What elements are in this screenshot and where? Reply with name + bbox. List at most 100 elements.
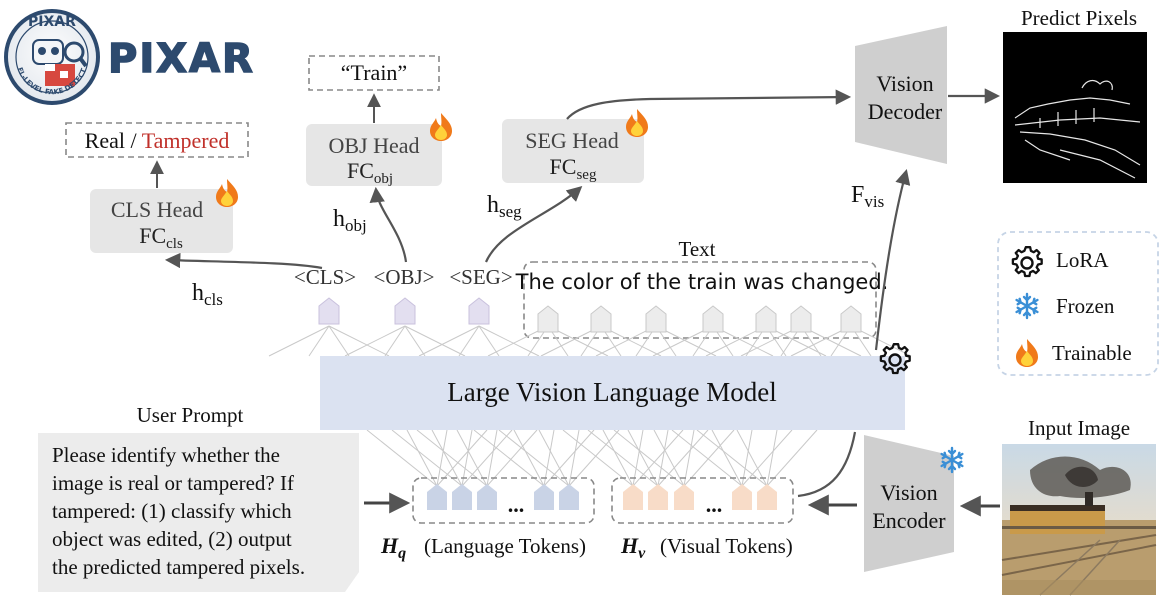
- svg-text:Real / Tampered: Real / Tampered: [85, 128, 230, 153]
- visual-tokens-label: (Visual Tokens): [660, 534, 793, 558]
- visual-token: [648, 484, 668, 510]
- vision-decoder-line2: Decoder: [868, 99, 943, 124]
- language-token: [452, 484, 472, 510]
- input-train-photo: [1001, 444, 1157, 596]
- visual-token: [674, 484, 694, 510]
- cls-output-box: Real / Tampered: [65, 122, 249, 158]
- visual-ellipsis: ...: [706, 492, 723, 517]
- svg-text:FCseg: FCseg: [550, 154, 597, 183]
- text-block-content: The color of the train was changed.: [515, 270, 889, 294]
- text-token: [702, 305, 724, 333]
- predict-pixels-panel: Predict Pixels: [1003, 6, 1147, 183]
- user-prompt-line: object was edited, (2) output: [52, 527, 292, 551]
- seg-fc-sub: seg: [576, 167, 596, 183]
- vision-decoder: Vision Decoder: [855, 26, 947, 164]
- obj-head: OBJ Head FCobj: [306, 113, 452, 187]
- seg-fc: FC: [550, 154, 577, 179]
- token-seg-label: <SEG>: [449, 265, 512, 289]
- user-prompt-label: User Prompt: [137, 403, 244, 427]
- obj-fc-sub: obj: [374, 171, 393, 187]
- h-seg-sub: seg: [499, 202, 522, 221]
- language-token: [534, 484, 554, 510]
- obj-head-title: OBJ Head: [328, 133, 419, 158]
- predicted-mask-edges: [1014, 79, 1141, 179]
- output-tampered: Tampered: [142, 128, 230, 153]
- svg-text:FCobj: FCobj: [347, 158, 393, 187]
- token-obj-label: <OBJ>: [373, 265, 434, 289]
- fire-icon: [216, 179, 238, 207]
- special-token-cls: [318, 297, 340, 325]
- text-block-label: Text: [678, 237, 715, 261]
- fire-icon: [626, 109, 648, 137]
- lvlm-label: Large Vision Language Model: [447, 377, 777, 407]
- fire-icon: [430, 113, 452, 141]
- text-token: [590, 305, 612, 333]
- predict-pixels-label: Predict Pixels: [1021, 6, 1137, 30]
- token-cls-label: <CLS>: [294, 265, 356, 289]
- snowflake-icon: [1015, 292, 1039, 320]
- logo-badge-title: PIXAR: [28, 14, 76, 30]
- cls-head-title: CLS Head: [111, 197, 203, 222]
- hidden-state-labels: hcls hobj hseg Fvis: [192, 182, 884, 309]
- svg-text:hcls: hcls: [192, 280, 223, 309]
- gear-icon: [1011, 245, 1044, 278]
- h-cls: h: [192, 280, 204, 306]
- legend-lora: LoRA: [1056, 248, 1109, 272]
- hv-symbol: H: [620, 533, 639, 558]
- svg-text:Fvis: Fvis: [851, 182, 884, 211]
- text-token: [840, 305, 862, 333]
- language-token: [427, 484, 447, 510]
- legend-trainable: Trainable: [1052, 341, 1132, 365]
- text-token: [645, 305, 667, 333]
- svg-text:Hq: Hq: [380, 533, 406, 562]
- pixar-logo: PIXAR PIXEL-LEVEL FAKE DETECTION PIXAR: [0, 0, 254, 105]
- visual-token: [757, 484, 777, 510]
- h-obj-sub: obj: [345, 216, 367, 235]
- large-vision-language-model: Large Vision Language Model: [320, 342, 912, 430]
- visual-token: [732, 484, 752, 510]
- text-token: [790, 305, 812, 333]
- special-token-obj: [394, 297, 416, 325]
- vision-decoder-line1: Vision: [876, 71, 933, 96]
- token-connection-lines: [268, 325, 912, 487]
- output-tokens-row: [318, 297, 862, 333]
- svg-text:hseg: hseg: [487, 192, 522, 221]
- hq-symbol: H: [380, 533, 399, 558]
- output-sep: /: [125, 128, 142, 153]
- user-prompt: User Prompt Please identify whether the …: [38, 403, 359, 592]
- output-real: Real: [85, 128, 125, 153]
- obj-fc: FC: [347, 158, 374, 183]
- vision-encoder-line2: Encoder: [872, 508, 946, 533]
- cls-fc: FC: [139, 223, 166, 248]
- seg-head: SEG Head FCseg: [502, 109, 648, 183]
- flow-arrows: [364, 88, 1001, 517]
- special-token-seg: [468, 297, 490, 325]
- user-prompt-line: tampered: (1) classify which: [52, 499, 292, 523]
- user-prompt-line: the predicted tampered pixels.: [52, 555, 305, 579]
- fire-icon: [1016, 339, 1038, 367]
- hv-sub: v: [638, 545, 646, 562]
- user-prompt-line: image is real or tampered? If: [52, 471, 294, 495]
- vision-encoder: Vision Encoder: [864, 435, 964, 572]
- svg-text:Please identify whether the: Please identify whether the image is rea…: [52, 443, 305, 579]
- f-vis: F: [851, 182, 864, 208]
- cls-head: CLS Head FCcls: [90, 179, 238, 253]
- svg-text:hobj: hobj: [333, 206, 367, 235]
- obj-output-box: “Train”: [308, 55, 440, 91]
- cls-fc-sub: cls: [166, 236, 183, 252]
- h-seg: h: [487, 192, 499, 218]
- text-output-block: Text The color of the train was changed.: [515, 237, 889, 339]
- head-output-arrows: [150, 93, 381, 188]
- language-ellipsis: ...: [508, 492, 525, 517]
- legend-frozen: Frozen: [1056, 294, 1115, 318]
- visual-token: [623, 484, 643, 510]
- user-prompt-line: Please identify whether the: [52, 443, 280, 467]
- robot-mascot-icon: [32, 39, 88, 86]
- h-obj: h: [333, 206, 345, 232]
- token-head-curves: [164, 185, 583, 270]
- seg-head-title: SEG Head: [525, 128, 618, 153]
- obj-output-text: “Train”: [341, 60, 407, 85]
- h-cls-sub: cls: [204, 290, 223, 309]
- svg-text:Hv: Hv: [620, 533, 646, 562]
